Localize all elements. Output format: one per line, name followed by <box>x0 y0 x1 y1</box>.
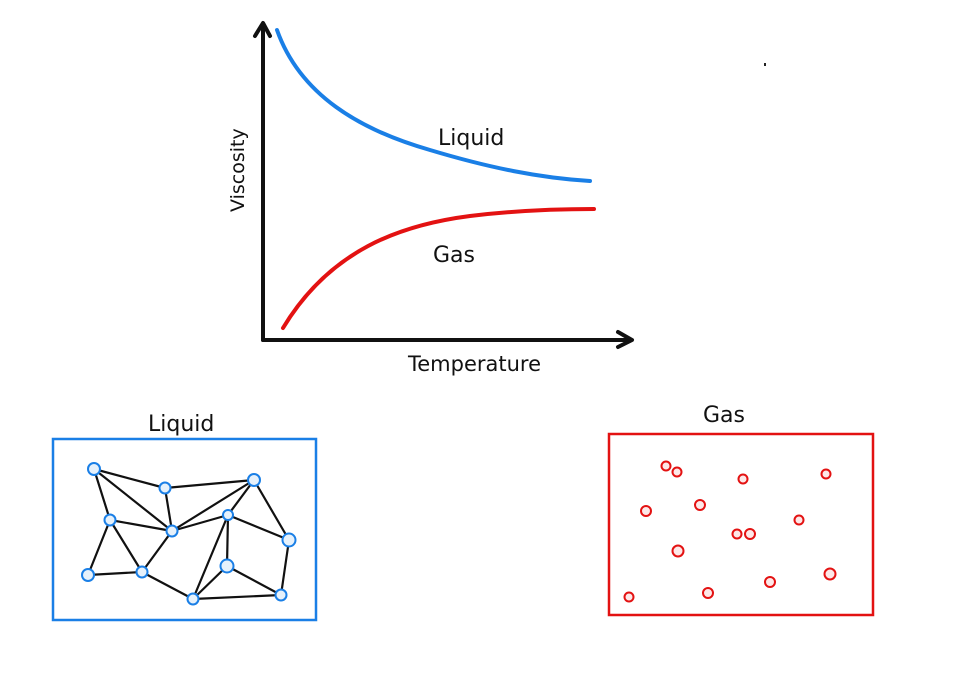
gas-molecule <box>640 505 652 517</box>
liquid-box <box>51 437 318 622</box>
liquid-molecule <box>222 509 234 521</box>
y-axis-label: Viscosity <box>227 128 249 212</box>
liquid-bond <box>191 593 283 601</box>
liquid-panel-title: Liquid <box>148 412 214 437</box>
liquid-bond <box>191 564 229 601</box>
gas-curve-label: Gas <box>433 243 475 268</box>
gas-panel: Gas <box>607 403 875 617</box>
liquid-bond <box>140 529 174 574</box>
liquid-bond <box>108 518 174 533</box>
liquid-panel: Liquid <box>51 412 318 622</box>
gas-molecule <box>764 576 776 588</box>
liquid-bond <box>92 467 112 522</box>
liquid-molecules <box>81 462 297 606</box>
liquid-molecule <box>219 558 235 574</box>
viscosity-graph: Liquid Gas Temperature Viscosity <box>227 21 634 376</box>
liquid-bond <box>108 518 144 574</box>
x-axis-label: Temperature <box>407 352 541 376</box>
liquid-bond <box>170 513 230 533</box>
x-axis-arrowhead-icon <box>616 330 634 349</box>
y-axis-arrowhead-icon <box>253 21 272 38</box>
gas-molecule <box>731 528 743 540</box>
gas-molecule <box>702 587 714 599</box>
liquid-bond <box>86 518 112 577</box>
liquid-bond <box>163 478 256 490</box>
gas-box <box>607 432 875 617</box>
gas-molecule <box>820 468 832 480</box>
liquid-curve-label: Liquid <box>438 126 504 151</box>
liquid-bond <box>140 570 195 601</box>
liquid-molecule <box>165 524 179 538</box>
stray-dot <box>764 63 766 66</box>
liquid-molecule <box>247 473 261 487</box>
liquid-bond <box>163 486 174 533</box>
gas-molecule <box>744 528 756 540</box>
liquid-bond <box>225 564 283 597</box>
gas-molecule <box>623 591 635 603</box>
gas-molecule <box>660 460 672 472</box>
liquid-bond <box>226 513 291 542</box>
liquid-molecule <box>81 568 95 582</box>
liquid-molecule <box>87 462 101 476</box>
liquid-viscosity-curve <box>275 28 592 183</box>
liquid-molecule <box>103 513 117 527</box>
gas-molecule <box>694 499 706 511</box>
gas-molecule <box>737 473 749 485</box>
liquid-bond <box>92 467 174 533</box>
liquid-molecule <box>158 481 172 495</box>
liquid-molecule <box>186 592 200 606</box>
gas-molecule <box>671 544 685 558</box>
gas-molecule <box>793 514 805 526</box>
gas-panel-title: Gas <box>703 403 745 428</box>
liquid-bond <box>226 478 256 517</box>
liquid-molecule <box>281 532 297 548</box>
liquid-bond <box>86 570 144 577</box>
liquid-bonds <box>86 467 291 601</box>
gas-viscosity-curve <box>281 207 596 330</box>
gas-molecule <box>671 466 683 478</box>
liquid-bond <box>170 478 256 533</box>
liquid-molecule <box>135 565 149 579</box>
liquid-bond <box>191 513 230 601</box>
gas-molecule <box>823 567 837 581</box>
liquid-molecule <box>274 588 288 602</box>
liquid-bond <box>225 513 230 568</box>
liquid-bond <box>92 467 167 490</box>
liquid-bond <box>252 478 291 542</box>
gas-molecules <box>623 460 837 603</box>
liquid-bond <box>279 538 291 597</box>
